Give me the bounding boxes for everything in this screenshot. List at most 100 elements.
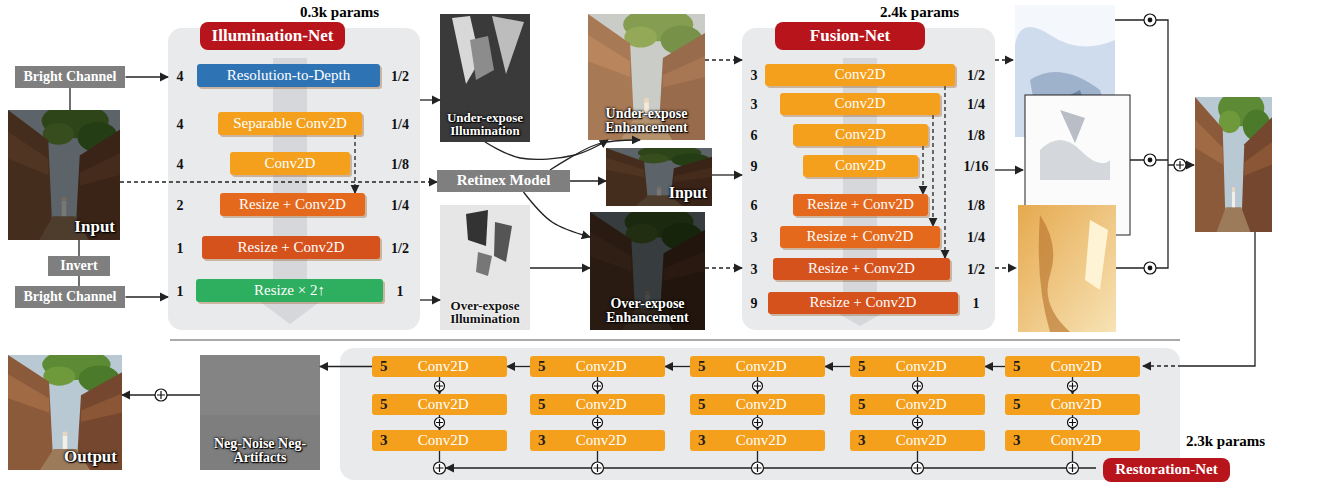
wire <box>995 169 1023 170</box>
node-text: Over-expose Enhancement <box>595 297 700 326</box>
annotation-slot: 6 <box>751 196 758 214</box>
node-text: Fusion-Net <box>810 27 890 45</box>
sum-cross <box>157 383 1076 427</box>
sum-symbol <box>1174 159 1186 171</box>
connectors <box>70 60 1073 430</box>
image-tile: Over-expose Enhancement <box>590 212 705 330</box>
network-panel: 0.3k paramsIllumination-NetResolution-to… <box>168 28 420 330</box>
node-text: 3 <box>858 433 866 449</box>
layer-annotation: 1/4 <box>967 97 985 112</box>
layer-box: Resize × 2↑ <box>196 279 383 302</box>
map-blob <box>466 210 488 246</box>
annotation-slot: 3 <box>751 228 758 246</box>
connector <box>320 366 372 367</box>
layer-annotation: 1/2 <box>967 262 985 277</box>
image-tile: Under-expose Enhancement <box>588 14 705 140</box>
annotation-slot: 1/4 <box>967 95 985 113</box>
annotation-slot: 9 <box>751 157 758 175</box>
conv-block: 5Conv2D <box>372 394 507 415</box>
flow-arrow <box>255 58 325 324</box>
node-text: Conv2D <box>546 433 658 449</box>
annotation-slot: 1/8 <box>967 196 985 214</box>
layer-annotation: 1/16 <box>964 159 989 174</box>
conv-block: 5Conv2D <box>372 356 507 377</box>
conv-block: 5Conv2D <box>850 356 985 377</box>
node-text: 3 <box>380 433 388 449</box>
layer-annotation: 4 <box>177 157 184 172</box>
node-text: Conv2D <box>835 127 886 143</box>
node-text: Output <box>64 448 117 466</box>
connector <box>985 366 1005 367</box>
annotation-slot: 1/8 <box>967 126 985 144</box>
photo-shade <box>8 110 120 240</box>
photo <box>8 349 122 470</box>
fusion-wires <box>440 20 1256 468</box>
layer-box: Conv2D <box>765 64 955 86</box>
node-text: Conv2D <box>1021 397 1133 413</box>
image-tile: Under-expose Illumination <box>440 14 530 142</box>
node-text: Resize + Conv2D <box>810 295 917 311</box>
connector <box>69 88 70 110</box>
layer-annotation: 1/8 <box>391 157 409 172</box>
connector <box>705 267 742 268</box>
wire <box>995 267 1016 268</box>
layer-box: Resolution-to-Depth <box>197 64 380 87</box>
node-text: 0.3k params <box>300 5 379 21</box>
connector <box>944 86 945 258</box>
wire <box>1156 20 1174 268</box>
conv-block: 3Conv2D <box>850 430 985 451</box>
layer-annotation: 3 <box>751 97 758 112</box>
node-text: Conv2D <box>866 359 978 375</box>
node-text: Conv2D <box>388 397 500 413</box>
connector <box>550 140 640 170</box>
product-symbols <box>434 14 1187 474</box>
node-text: Bright Channel <box>24 70 117 85</box>
node-text: 3 <box>698 433 706 449</box>
photo <box>606 145 712 206</box>
conv-block: 3Conv2D <box>1005 430 1140 451</box>
map-blob <box>492 16 524 74</box>
node-text: Conv2D <box>835 158 886 174</box>
node-text: 5 <box>858 397 866 413</box>
node-text: Resize + Conv2D <box>807 229 914 245</box>
node-text: 2.4k params <box>880 5 959 21</box>
layer-annotation: 4 <box>177 117 184 132</box>
connector <box>120 181 437 182</box>
network-panel: 2.3k paramsRestoration-Net5Conv2D5Conv2D… <box>340 348 1180 480</box>
annotation-slot: 4 <box>177 67 184 85</box>
node-text: Conv2D <box>388 433 500 449</box>
annotation-slot: 6 <box>751 126 758 144</box>
image-tile: Input <box>606 148 712 206</box>
weight-map <box>1018 205 1116 332</box>
connector <box>354 135 355 193</box>
photos <box>8 8 712 470</box>
wire <box>1115 20 1144 268</box>
wire <box>440 451 1097 468</box>
layer-annotation: 6 <box>751 128 758 143</box>
annotation-slot: 1/4 <box>391 196 409 214</box>
connector <box>125 76 168 77</box>
conv-block: 5Conv2D <box>690 394 825 415</box>
layer-annotation: 3 <box>751 68 758 83</box>
node-text: Resize + Conv2D <box>808 261 915 277</box>
node-text: Conv2D <box>835 96 886 112</box>
panel-ground <box>168 28 420 330</box>
photo <box>588 8 705 140</box>
node-text: 5 <box>698 359 706 375</box>
node-text: 5 <box>1013 359 1021 375</box>
map-blob <box>476 252 492 276</box>
node-text: Neg-Noise Neg-Artifacts <box>205 437 315 466</box>
conv-block: 5Conv2D <box>1005 394 1140 415</box>
conv-block: 3Conv2D <box>690 430 825 451</box>
conv-block: 5Conv2D <box>530 356 665 377</box>
node-text: 3 <box>1013 433 1021 449</box>
node-text: Conv2D <box>706 359 818 375</box>
image-tile: Neg-Noise Neg-Artifacts <box>200 355 320 470</box>
connector <box>705 59 742 60</box>
map-blob <box>1060 110 1085 143</box>
node-text: Under-expose Illumination <box>445 111 525 138</box>
layer-box: Resize + Conv2D <box>220 193 365 216</box>
node-text: 5 <box>1013 397 1021 413</box>
layer-annotation: 1/4 <box>391 117 409 132</box>
